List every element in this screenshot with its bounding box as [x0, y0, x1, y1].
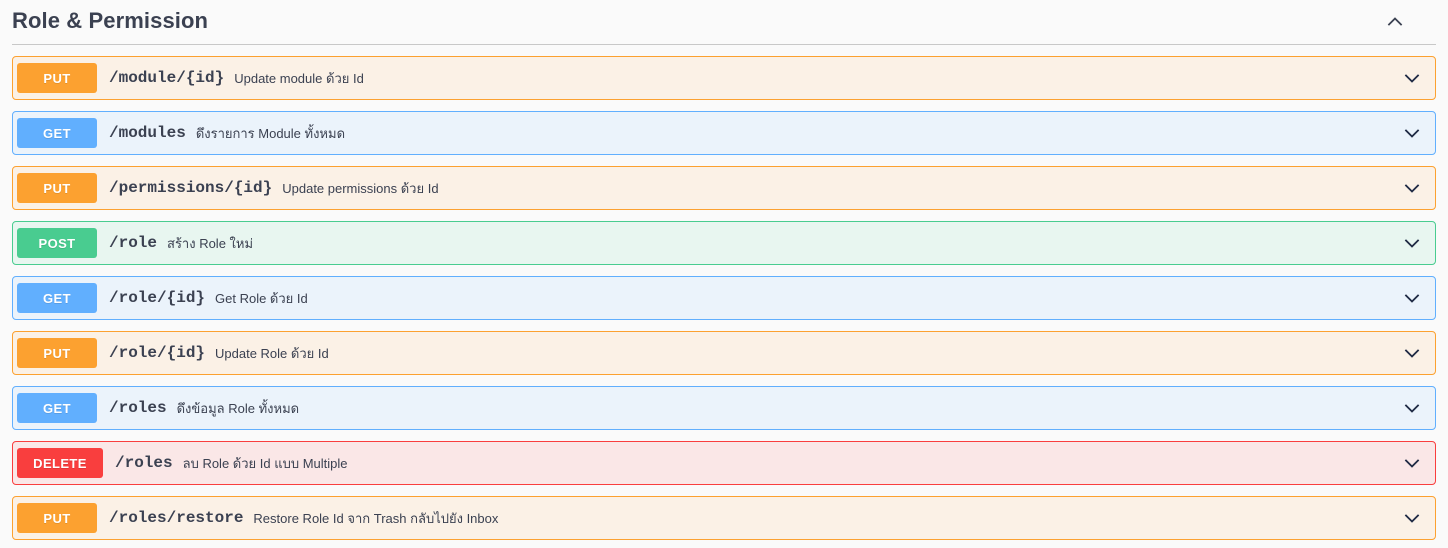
section-header[interactable]: Role & Permission [12, 0, 1436, 45]
operation-path: /roles/restore [109, 509, 244, 527]
operation-path: /module/{id} [109, 69, 225, 87]
method-badge: GET [17, 118, 97, 148]
operations-list: PUT /module/{id} Update module ด้วย Id G… [0, 45, 1448, 540]
operation-path: /role [109, 234, 158, 252]
chevron-down-icon[interactable] [1401, 452, 1423, 474]
operation-path: /roles [115, 454, 173, 472]
operation-path: /role/{id} [109, 289, 206, 307]
operation-row-put[interactable]: PUT /permissions/{id} Update permissions… [12, 166, 1436, 210]
operation-row-put[interactable]: PUT /role/{id} Update Role ด้วย Id [12, 331, 1436, 375]
chevron-down-icon[interactable] [1401, 342, 1423, 364]
operation-description: Restore Role Id จาก Trash กลับไปยัง Inbo… [253, 510, 499, 526]
method-badge: DELETE [17, 448, 103, 478]
operation-description: ดึงรายการ Module ทั้งหมด [195, 125, 346, 141]
operation-row-put[interactable]: PUT /roles/restore Restore Role Id จาก T… [12, 496, 1436, 540]
method-badge: POST [17, 228, 97, 258]
operation-description: ดึงข้อมูล Role ทั้งหมด [176, 400, 300, 416]
method-badge: PUT [17, 338, 97, 368]
method-badge: GET [17, 393, 97, 423]
chevron-down-icon[interactable] [1401, 507, 1423, 529]
operation-description: Update Role ด้วย Id [215, 345, 329, 361]
method-badge: PUT [17, 63, 97, 93]
operation-description: สร้าง Role ใหม่ [167, 235, 254, 251]
operation-row-get[interactable]: GET /roles ดึงข้อมูล Role ทั้งหมด [12, 386, 1436, 430]
chevron-down-icon[interactable] [1401, 287, 1423, 309]
chevron-up-icon[interactable] [1384, 11, 1406, 33]
operation-description: ลบ Role ด้วย Id แบบ Multiple [182, 455, 348, 471]
operation-row-put[interactable]: PUT /module/{id} Update module ด้วย Id [12, 56, 1436, 100]
operation-row-get[interactable]: GET /role/{id} Get Role ด้วย Id [12, 276, 1436, 320]
operation-row-post[interactable]: POST /role สร้าง Role ใหม่ [12, 221, 1436, 265]
method-badge: GET [17, 283, 97, 313]
operation-description: Get Role ด้วย Id [215, 290, 308, 306]
operation-path: /modules [109, 124, 186, 142]
operation-path: /role/{id} [109, 344, 206, 362]
chevron-down-icon[interactable] [1401, 67, 1423, 89]
chevron-down-icon[interactable] [1401, 397, 1423, 419]
chevron-down-icon[interactable] [1401, 177, 1423, 199]
operation-description: Update permissions ด้วย Id [282, 180, 439, 196]
operation-path: /roles [109, 399, 167, 417]
section-title: Role & Permission [12, 8, 209, 33]
chevron-down-icon[interactable] [1401, 232, 1423, 254]
operation-row-get[interactable]: GET /modules ดึงรายการ Module ทั้งหมด [12, 111, 1436, 155]
method-badge: PUT [17, 503, 97, 533]
operation-path: /permissions/{id} [109, 179, 273, 197]
operation-description: Update module ด้วย Id [234, 70, 364, 86]
chevron-down-icon[interactable] [1401, 122, 1423, 144]
method-badge: PUT [17, 173, 97, 203]
operation-row-delete[interactable]: DELETE /roles ลบ Role ด้วย Id แบบ Multip… [12, 441, 1436, 485]
